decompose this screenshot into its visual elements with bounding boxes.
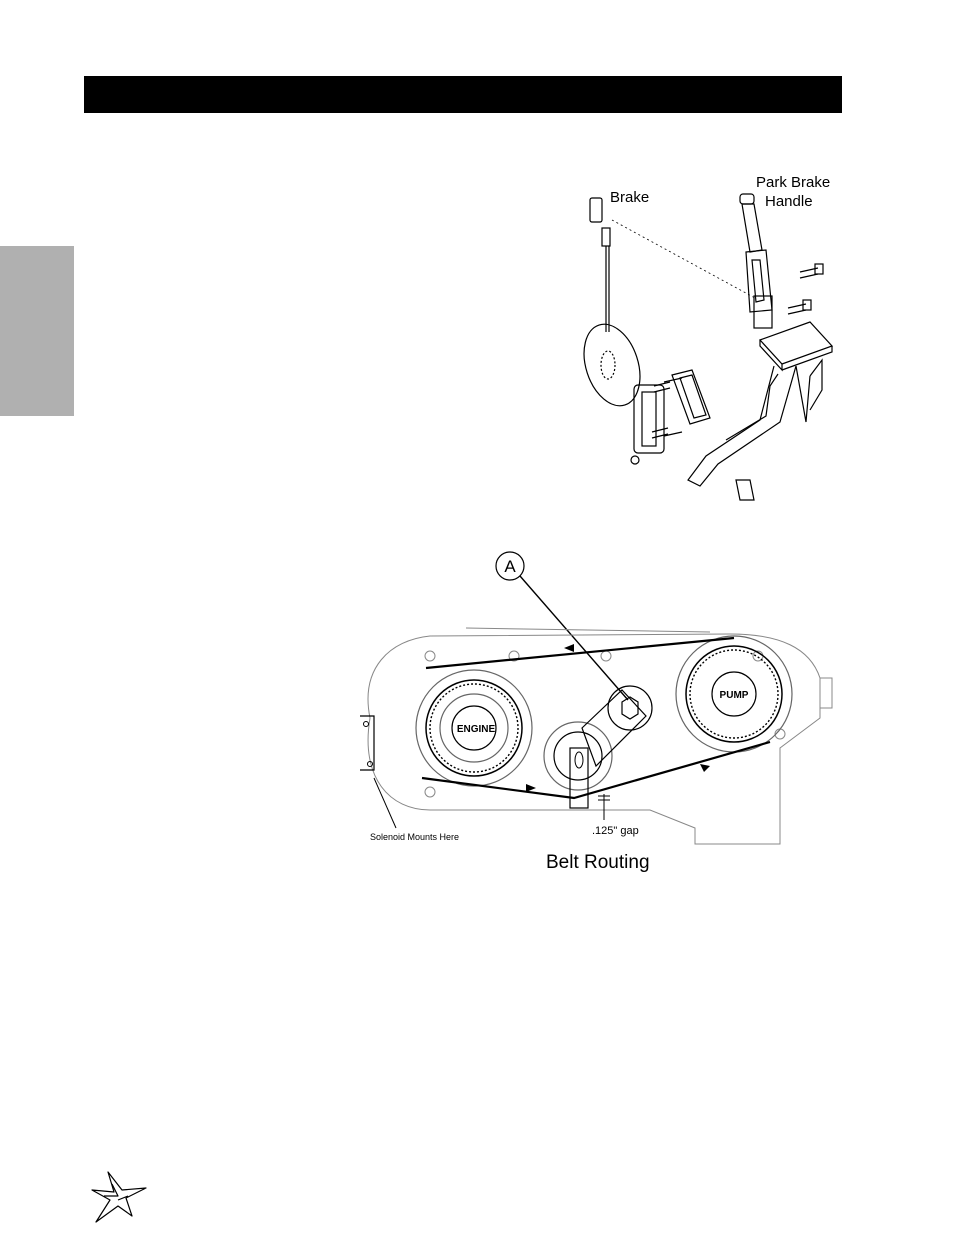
gap-label: .125" gap xyxy=(592,825,639,837)
engine-label: ENGINE xyxy=(457,724,496,735)
brand-star-logo-icon xyxy=(88,1168,152,1224)
section-header-bar xyxy=(84,76,842,113)
belt-routing-caption: Belt Routing xyxy=(546,852,650,873)
callout-a-label: A xyxy=(504,557,516,576)
side-chapter-tab xyxy=(0,246,74,416)
park-brake-label-line1: Park Brake xyxy=(756,174,830,191)
brake-label: Brake xyxy=(610,189,649,206)
park-brake-label-line2: Handle xyxy=(765,193,813,210)
pump-label: PUMP xyxy=(720,690,749,701)
belt-routing-figure: A ENGINE PUMP .125" gap Solenoid Mounts … xyxy=(350,548,850,878)
solenoid-label: Solenoid Mounts Here xyxy=(370,832,459,842)
brake-assembly-figure: Brake Park Brake Handle xyxy=(560,160,860,520)
